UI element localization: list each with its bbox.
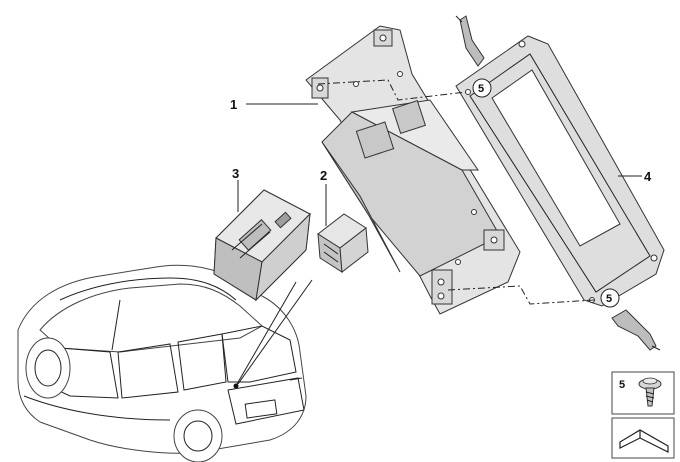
legend-part5-number: 5 — [619, 379, 625, 391]
assembly-line-top — [317, 79, 467, 101]
vehicle-outline — [17, 264, 307, 462]
callout-part2: 2 — [320, 168, 327, 183]
location-leader-to-part3 — [236, 281, 297, 385]
screw-icon — [638, 377, 662, 407]
callout-part1: 1 — [230, 97, 237, 112]
callout-part3: 3 — [232, 166, 239, 181]
callout-part5-bottom: 5 — [606, 293, 612, 305]
part5-bottom-callout: 5 — [600, 288, 620, 308]
location-leader-to-part2 — [237, 279, 313, 385]
callout-part5-top: 5 — [478, 83, 484, 95]
part1-main-unit — [305, 25, 521, 315]
callout-part4: 4 — [644, 169, 652, 184]
assembly-line-bottom — [447, 285, 595, 305]
legend-part5: 5 — [611, 371, 675, 415]
part3-control-unit — [213, 189, 311, 302]
part5-top-callout: 5 — [472, 78, 492, 98]
part4-mounting-frame — [455, 15, 665, 351]
assembly-direction-icon — [611, 417, 675, 459]
part2-module — [317, 213, 369, 273]
